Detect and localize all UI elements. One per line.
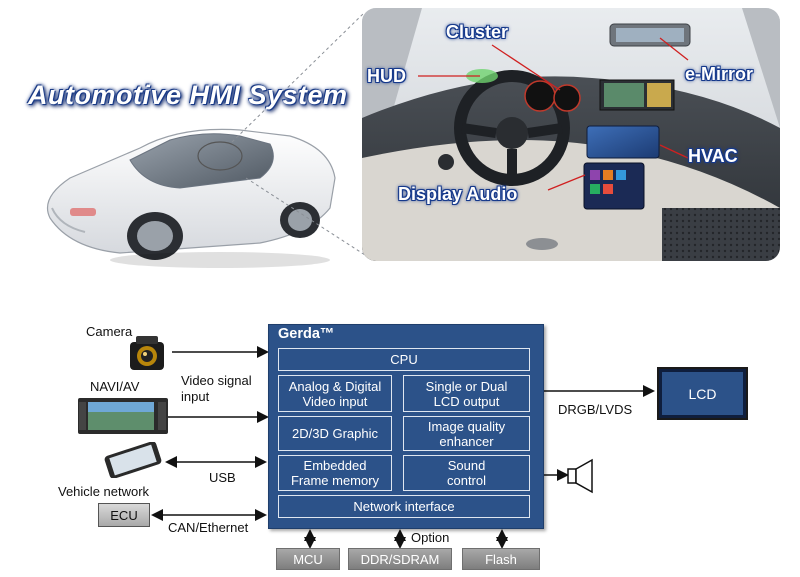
camera-icon — [130, 336, 164, 370]
mcu-box: MCU — [276, 548, 340, 570]
gerda-title: Gerda™ — [278, 326, 335, 342]
block-sound-control-line2: control — [446, 473, 487, 488]
callout-cluster: Cluster — [446, 22, 509, 42]
page-title: Automotive HMI System — [28, 80, 348, 110]
label-video-signal-2: input — [181, 389, 210, 404]
ecu-box: ECU — [98, 503, 150, 527]
callout-e-mirror: e-Mirror — [685, 64, 754, 84]
block-sound-control: Sound control — [403, 455, 530, 491]
block-frame-memory-line2: Frame memory — [290, 473, 380, 488]
block-graphic: 2D/3D Graphic — [278, 416, 392, 451]
block-cpu: CPU — [278, 348, 530, 371]
lcd-display: LCD — [662, 372, 743, 415]
callout-hvac: HVAC — [688, 146, 738, 166]
navi-unit-icon — [78, 398, 168, 434]
speaker-icon — [567, 458, 593, 494]
car-illustration — [46, 128, 336, 268]
cockpit-interior-image — [362, 8, 780, 261]
smartphone-icon — [104, 442, 162, 478]
label-option: Option — [411, 530, 450, 545]
block-frame-memory-line1: Embedded — [303, 458, 367, 473]
block-video-input-line1: Analog & Digital — [288, 378, 382, 394]
block-lcd-output-line1: Single or Dual — [425, 378, 508, 394]
block-video-input-line2: Video input — [302, 393, 368, 409]
zoom-connector-lines — [231, 11, 366, 256]
block-lcd-output: Single or Dual LCD output — [403, 375, 530, 412]
label-navi-av: NAVI/AV — [90, 379, 140, 394]
block-image-quality: Image quality enhancer — [403, 416, 530, 451]
flash-box: Flash — [462, 548, 540, 570]
block-image-quality-line2: enhancer — [439, 433, 494, 449]
block-image-quality-line1: Image quality — [427, 418, 506, 434]
block-sound-control-line1: Sound — [447, 458, 486, 473]
block-lcd-output-line2: LCD output — [433, 393, 500, 409]
label-vehicle-network: Vehicle network — [58, 484, 150, 499]
callout-leader-lines — [418, 37, 689, 191]
gerda-chip — [268, 324, 544, 529]
label-camera: Camera — [86, 324, 133, 339]
label-can-ethernet: CAN/Ethernet — [168, 520, 249, 535]
block-frame-memory: Embedded Frame memory — [278, 455, 392, 491]
ddr-sdram-box: DDR/SDRAM — [348, 548, 452, 570]
block-network-interface: Network interface — [278, 495, 530, 518]
label-video-signal-1: Video signal — [181, 373, 252, 388]
callout-display-audio: Display Audio — [398, 184, 518, 204]
block-video-input: Analog & Digital Video input — [278, 375, 392, 412]
label-drgb-lvds: DRGB/LVDS — [558, 402, 633, 417]
diagram-arrows — [151, 346, 655, 549]
callout-hud: HUD — [367, 66, 406, 86]
label-usb: USB — [209, 470, 236, 485]
